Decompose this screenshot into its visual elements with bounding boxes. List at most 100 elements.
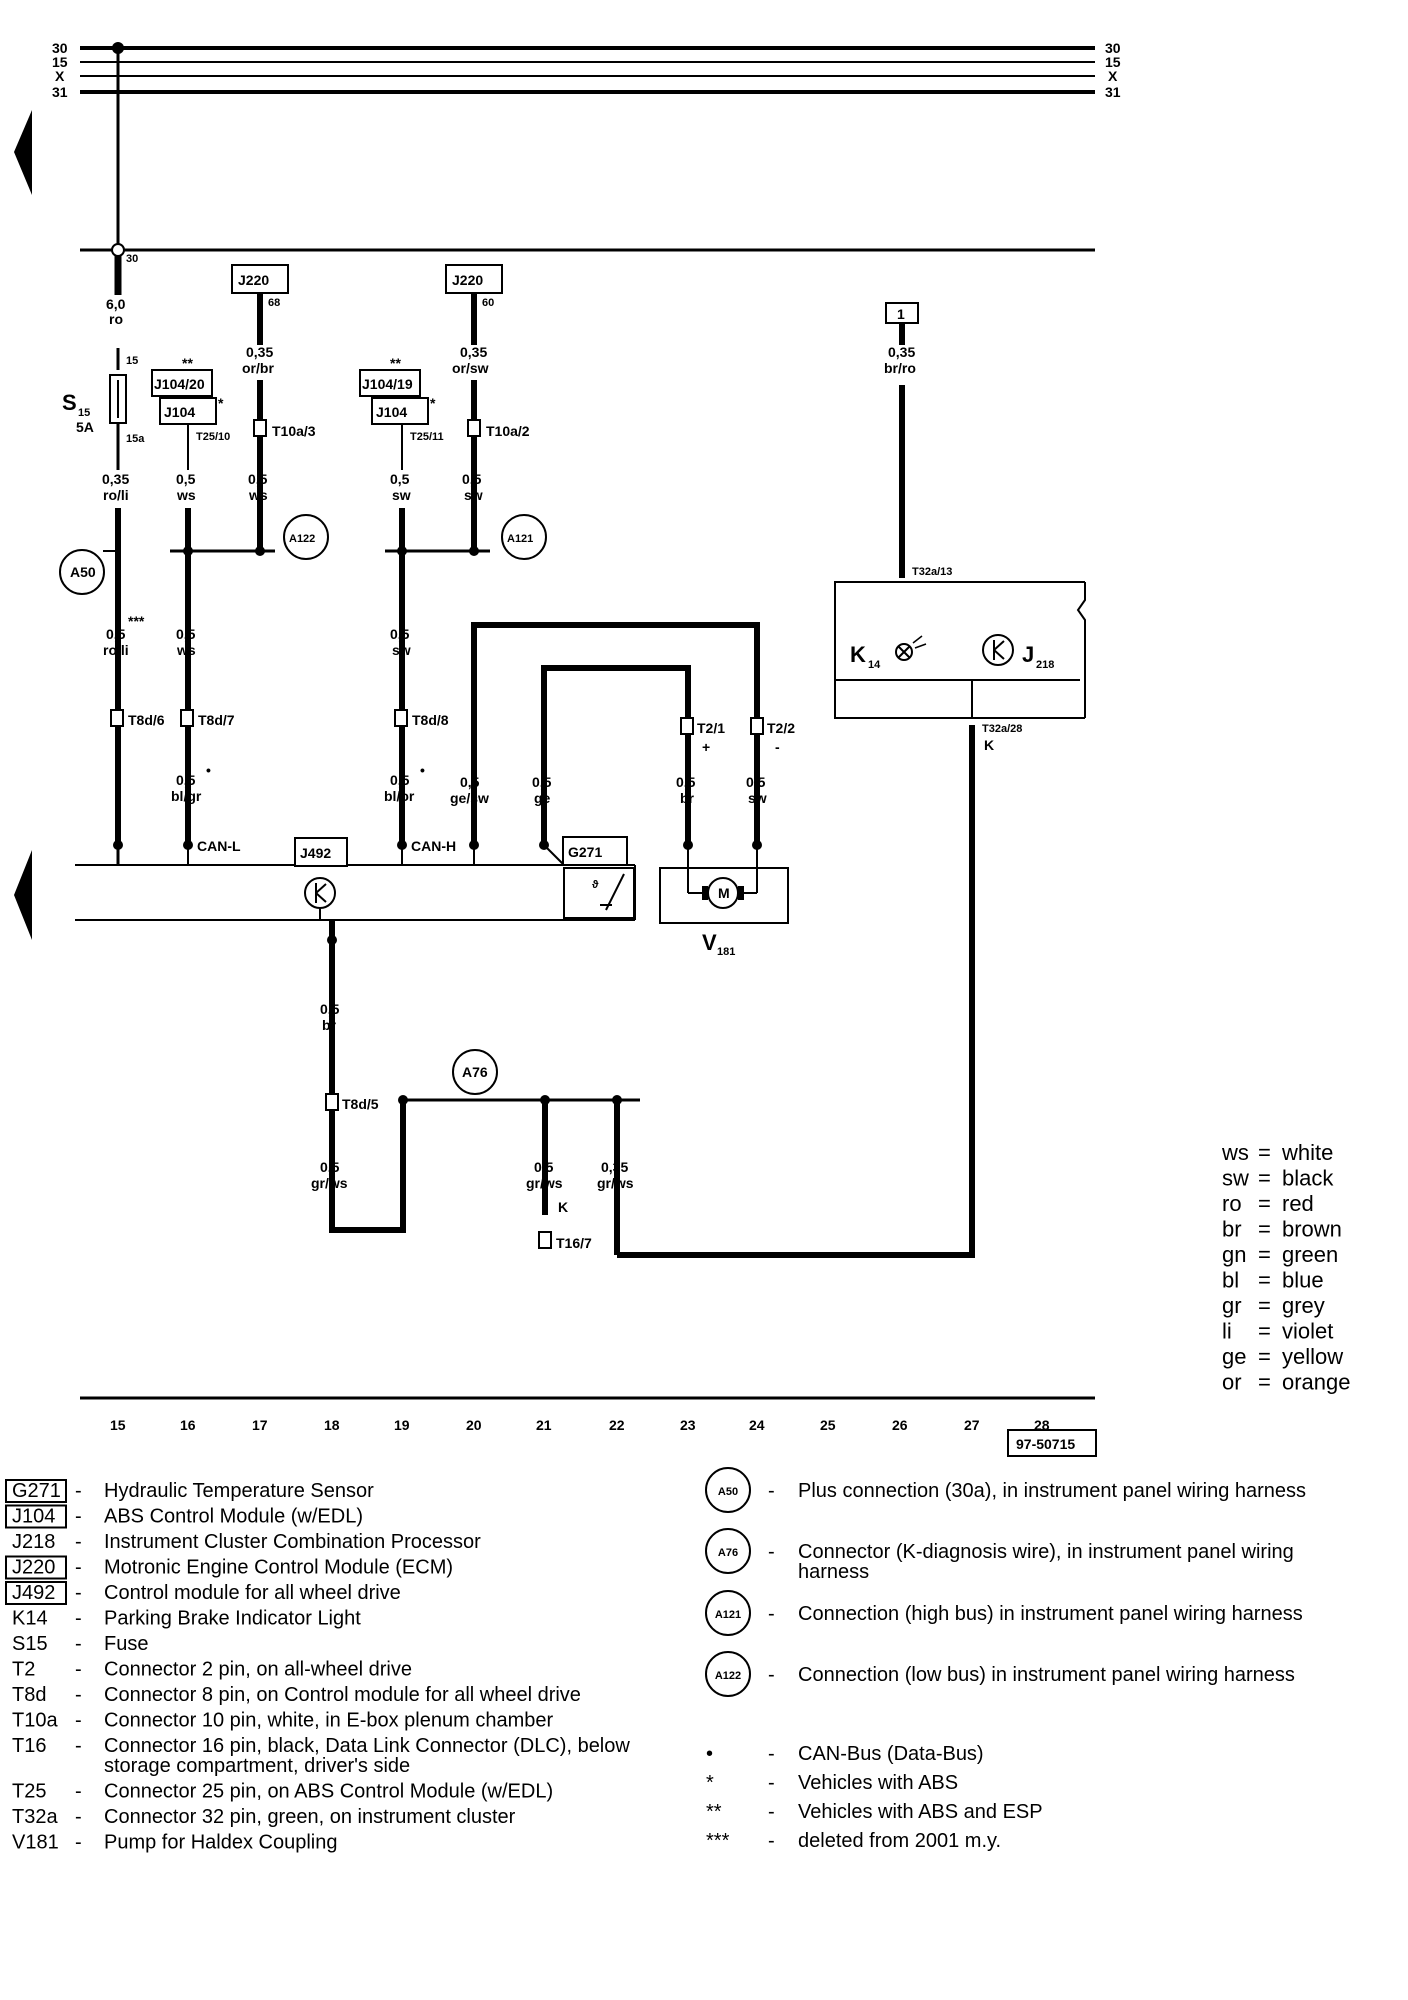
legend-component-code: S15 (12, 1633, 48, 1655)
svg-text:0,5: 0,5 (390, 772, 410, 788)
svg-text:5A: 5A (76, 419, 94, 435)
legend-component-desc: Parking Brake Indicator Light (104, 1608, 361, 1630)
legend-connection-row: A76-Connector (K-diagnosis wire), in ins… (705, 1528, 1294, 1583)
svg-text:0,5: 0,5 (176, 772, 196, 788)
legend-component-code: T8d (12, 1684, 46, 1706)
svg-text:T32a/28: T32a/28 (982, 723, 1022, 735)
legend-connection-row: A121-Connection (high bus) in instrument… (705, 1590, 1303, 1636)
legend-connection-desc-cont: harness (798, 1561, 869, 1583)
color-key-equals: = (1258, 1242, 1271, 1267)
connection-a122: A122 (283, 514, 329, 560)
svg-text:T2/2: T2/2 (767, 720, 795, 736)
color-key-abbr: gr (1222, 1293, 1242, 1318)
legend-note-desc: Vehicles with ABS (798, 1772, 958, 1794)
color-key-abbr: gn (1222, 1242, 1246, 1267)
legend-component-desc: Motronic Engine Control Module (ECM) (104, 1557, 453, 1579)
svg-text:V: V (702, 930, 717, 955)
svg-text:T8d/7: T8d/7 (198, 712, 235, 728)
legend-component-row: K14-Parking Brake Indicator Light (12, 1608, 361, 1630)
color-key-equals: = (1258, 1268, 1271, 1293)
color-key-name: yellow (1282, 1344, 1343, 1369)
color-key-abbr: ge (1222, 1344, 1246, 1369)
rail-label-15-left: 15 (52, 54, 68, 70)
svg-text:or/sw: or/sw (452, 360, 489, 376)
legend-component-row: G271-Hydraulic Temperature Sensor (5, 1479, 374, 1503)
color-key-equals: = (1258, 1166, 1271, 1191)
color-key-name: red (1282, 1191, 1314, 1216)
color-key-abbr: or (1222, 1370, 1242, 1395)
legend-connection-code: A122 (715, 1670, 741, 1682)
column-number: 23 (680, 1417, 696, 1433)
sensor-pump-labels: 0,5 ge/sw 0,5 ge T2/1 + T2/2 - 0,5 br 0,… (450, 717, 795, 850)
svg-text:0,35: 0,35 (888, 344, 915, 360)
svg-text:ge/sw: ge/sw (450, 790, 489, 806)
svg-text:0,5: 0,5 (248, 471, 268, 487)
legend-dash: - (768, 1664, 775, 1686)
legend-connection-desc: Plus connection (30a), in instrument pan… (798, 1480, 1306, 1502)
legend-component-row: J220-Motronic Engine Control Module (ECM… (5, 1555, 453, 1580)
svg-text:bl/gr: bl/gr (171, 788, 202, 804)
svg-text:***: *** (128, 613, 145, 629)
legend-dash: - (768, 1480, 775, 1502)
legend-component-code: J104 (12, 1506, 55, 1528)
svg-text:J104: J104 (376, 404, 407, 420)
continuation-arrow-bottom (14, 850, 32, 940)
node-30-label: 30 (126, 253, 138, 265)
legend-note-symbol: ** (706, 1801, 722, 1823)
legend-dash: - (75, 1557, 82, 1579)
circuit-15: 30 6,0 ro 15 S 15 5A 15a 0,35 ro/li A50 … (59, 42, 165, 850)
svg-text:K: K (558, 1199, 568, 1215)
svg-text:0,35: 0,35 (460, 344, 487, 360)
module-j492: J492 (75, 837, 636, 921)
legend-component-desc: ABS Control Module (w/EDL) (104, 1506, 363, 1528)
svg-text:**: ** (182, 355, 193, 371)
legend-component-desc: Connector 32 pin, green, on instrument c… (104, 1806, 516, 1828)
color-key-abbr: sw (1222, 1166, 1249, 1191)
legend-note-row: *-Vehicles with ABS (706, 1772, 958, 1794)
column-number: 24 (749, 1417, 765, 1433)
svg-text:0,5: 0,5 (462, 471, 482, 487)
legend-component-desc: Connector 16 pin, black, Data Link Conne… (104, 1735, 630, 1757)
legend-note-symbol: * (706, 1772, 714, 1794)
legend-component-row: T25-Connector 25 pin, on ABS Control Mod… (12, 1781, 553, 1803)
color-key-equals: = (1258, 1370, 1271, 1395)
svg-text:0,35: 0,35 (102, 471, 129, 487)
svg-text:ro/li: ro/li (103, 642, 129, 658)
legend-dash: - (768, 1541, 775, 1563)
column-number: 21 (536, 1417, 552, 1433)
svg-text:60: 60 (482, 297, 494, 309)
legend-connection-desc: Connection (low bus) in instrument panel… (798, 1664, 1295, 1686)
svg-text:T8d/8: T8d/8 (412, 712, 449, 728)
color-key-name: grey (1282, 1293, 1325, 1318)
column-number: 22 (609, 1417, 625, 1433)
rail-label-31-right: 31 (1105, 84, 1121, 100)
legend-dash: - (75, 1806, 82, 1828)
legend-component-row: J104-ABS Control Module (w/EDL) (5, 1504, 363, 1529)
svg-text:•: • (206, 762, 211, 778)
legend-component-code: T32a (12, 1806, 58, 1828)
svg-text:218: 218 (1036, 659, 1054, 671)
svg-text:T10a/3: T10a/3 (272, 423, 316, 439)
column-number: 19 (394, 1417, 410, 1433)
column-number: 15 (110, 1417, 126, 1433)
svg-text:A50: A50 (70, 564, 96, 580)
power-rails (80, 46, 1095, 252)
legend-component-desc-cont: storage compartment, driver's side (104, 1755, 410, 1777)
legend-component-desc: Pump for Haldex Coupling (104, 1832, 337, 1854)
svg-text:J492: J492 (300, 845, 331, 861)
legend-connections: A50-Plus connection (30a), in instrument… (705, 1467, 1306, 1697)
svg-text:J: J (1022, 642, 1034, 667)
legend-component-code: T25 (12, 1781, 46, 1803)
svg-text:J104/20: J104/20 (154, 376, 205, 392)
legend-component-desc: Hydraulic Temperature Sensor (104, 1480, 374, 1502)
color-key-abbr: ws (1221, 1140, 1249, 1165)
svg-text:J220: J220 (452, 272, 483, 288)
legend-component-row: J218-Instrument Cluster Combination Proc… (12, 1531, 481, 1553)
svg-text:CAN-H: CAN-H (411, 838, 456, 854)
svg-text:br: br (680, 790, 695, 806)
svg-text:0,35: 0,35 (246, 344, 273, 360)
svg-text:T25/10: T25/10 (196, 431, 230, 443)
svg-text:97-50715: 97-50715 (1016, 1436, 1075, 1452)
legend-dash: - (75, 1608, 82, 1630)
